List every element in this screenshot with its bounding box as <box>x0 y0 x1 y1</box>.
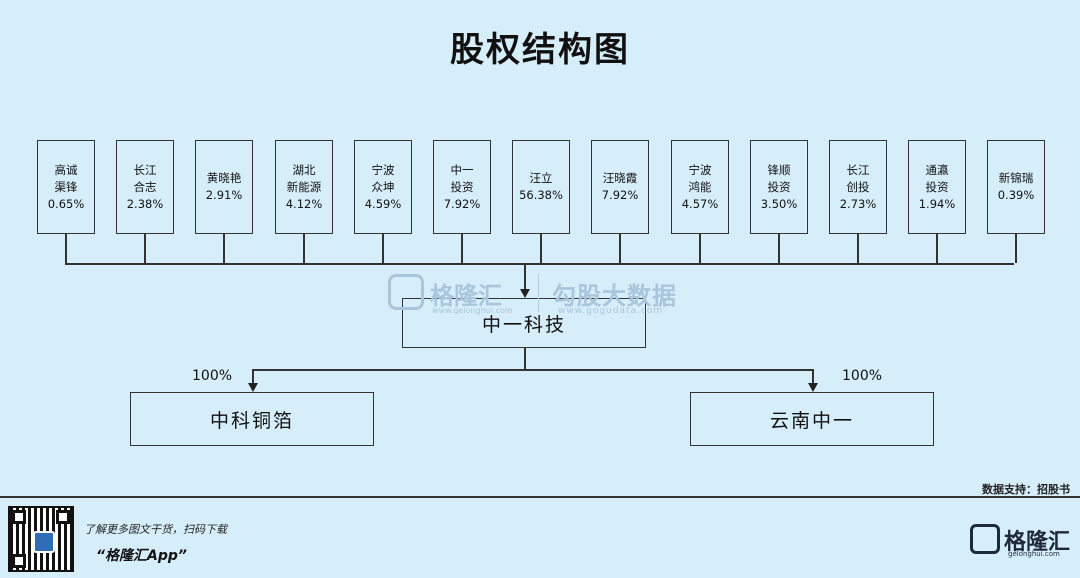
shareholder-pct: 2.38% <box>126 196 164 211</box>
shareholder-connector-line <box>303 234 305 263</box>
subsidiary-name: 中科铜箔 <box>209 409 294 432</box>
shareholder-connector-line <box>461 234 463 263</box>
subsidiary-box-0: 中科铜箔 <box>130 392 374 446</box>
brand-sub: gelonghui.com <box>1008 550 1060 558</box>
connector-line <box>524 348 526 370</box>
shareholder-connector-line <box>619 234 621 263</box>
shareholder-name-line1: 黄晓艳 <box>206 171 242 185</box>
shareholder-connector-line <box>223 234 225 263</box>
shareholder-connector-line <box>540 234 542 263</box>
shareholder-box: 湖北新能源 4.12% <box>275 140 333 234</box>
qr-corner <box>12 510 26 524</box>
shareholder-name-line1: 汪立 <box>529 171 553 185</box>
shareholder-pct: 4.57% <box>681 196 719 211</box>
company-box: 中一科技 <box>402 298 646 348</box>
shareholder-name-line1: 宁波 <box>688 162 712 177</box>
shareholder-box: 长江合志 2.38% <box>116 140 174 234</box>
arrow-down-icon <box>520 289 530 298</box>
shareholder-pct: 56.38% <box>519 188 563 202</box>
shareholder-connector-line <box>382 234 384 263</box>
shareholder-name-line1: 汪晓霞 <box>602 171 638 185</box>
shareholder-box: 新锦瑞 0.39% <box>987 140 1045 234</box>
shareholder-box: 高诚渠锋 0.65% <box>37 140 95 234</box>
shareholder-box: 宁波鸿能 4.57% <box>671 140 729 234</box>
brand-logo: 格隆汇 gelonghui.com <box>970 520 1074 560</box>
qr-corner <box>56 510 70 524</box>
connector-line <box>812 369 814 384</box>
company-name: 中一科技 <box>481 313 566 336</box>
shareholder-box: 长江创投 2.73% <box>829 140 887 234</box>
gelonghui-logo-icon <box>970 524 1000 554</box>
shareholder-pct: 0.65% <box>47 196 85 211</box>
subsidiary-box-1: 云南中一 <box>690 392 934 446</box>
shareholder-name-line2: 新能源 <box>286 179 322 194</box>
connector-line <box>524 263 526 290</box>
shareholder-pct: 3.50% <box>760 196 798 211</box>
subsidiary-name: 云南中一 <box>769 409 854 432</box>
shareholder-connector-line <box>1015 234 1017 263</box>
shareholder-pct: 1.94% <box>918 196 956 211</box>
shareholder-pct: 4.59% <box>364 196 402 211</box>
shareholder-connector-line <box>857 234 859 263</box>
shareholder-name-line2: 众坤 <box>371 179 395 194</box>
arrow-down-icon <box>248 383 258 392</box>
shareholder-box: 汪立 56.38% <box>512 140 570 234</box>
qr-code-icon <box>8 506 74 572</box>
shareholder-name-line1: 中一 <box>450 162 474 177</box>
connector-line <box>252 369 254 384</box>
arrow-down-icon <box>808 383 818 392</box>
shareholder-name-line1: 长江 <box>846 162 870 177</box>
subsidiary-pct-0: 100% <box>192 368 233 384</box>
shareholder-name-line2: 渠锋 <box>54 179 78 194</box>
shareholder-name-line2: 创投 <box>846 179 870 194</box>
shareholder-connector-line <box>65 234 67 263</box>
shareholder-box: 中一投资 7.92% <box>433 140 491 234</box>
shareholder-name-line2: 投资 <box>767 179 791 194</box>
shareholder-pct: 0.39% <box>997 188 1035 202</box>
subsidiary-pct-1: 100% <box>842 368 883 384</box>
shareholder-pct: 7.92% <box>601 188 639 202</box>
shareholder-box: 汪晓霞 7.92% <box>591 140 649 234</box>
shareholder-name-line1: 锋顺 <box>767 162 791 177</box>
shareholder-name-line1: 长江 <box>133 162 157 177</box>
footer-divider <box>0 496 1080 498</box>
shareholder-name-line1: 高诚 <box>54 162 78 177</box>
shareholder-connector-line <box>778 234 780 263</box>
shareholder-name-line2: 鸿能 <box>688 179 712 194</box>
shareholder-connector-line <box>699 234 701 263</box>
qr-corner <box>12 554 26 568</box>
shareholder-name-line1: 湖北 <box>292 162 316 177</box>
shareholder-name-line1: 宁波 <box>371 162 395 177</box>
qr-logo-icon <box>33 531 55 553</box>
shareholder-name-line2: 投资 <box>450 179 474 194</box>
promo-text: 了解更多图文干货，扫码下载 <box>84 523 227 536</box>
shareholder-pct: 2.73% <box>839 196 877 211</box>
page-title: 股权结构图 <box>450 30 630 70</box>
brand-name: 格隆汇 <box>1004 530 1071 555</box>
shareholder-box: 通瀛投资 1.94% <box>908 140 966 234</box>
shareholder-box: 宁波众坤 4.59% <box>354 140 412 234</box>
shareholder-connector-line <box>144 234 146 263</box>
shareholder-name-line1: 新锦瑞 <box>998 171 1034 185</box>
data-source: 数据支持：招股书 <box>982 483 1070 496</box>
connector-line <box>252 369 814 371</box>
shareholder-pct: 7.92% <box>443 196 481 211</box>
shareholder-name-line2: 合志 <box>133 179 157 194</box>
shareholder-box: 黄晓艳 2.91% <box>195 140 253 234</box>
shareholder-name-line2: 投资 <box>925 179 949 194</box>
equity-structure-diagram: 中一科技 中科铜箔 云南中一 100% 100% 高诚渠锋 0.65% 长江合志 2.… <box>37 140 1045 446</box>
shareholder-box: 锋顺投资 3.50% <box>750 140 808 234</box>
shareholder-pct: 2.91% <box>205 188 243 202</box>
app-name: “格隆汇App” <box>96 548 187 564</box>
shareholder-connector-line <box>936 234 938 263</box>
shareholder-pct: 4.12% <box>285 196 323 211</box>
shareholder-name-line1: 通瀛 <box>925 162 949 177</box>
connector-line <box>65 263 1014 265</box>
